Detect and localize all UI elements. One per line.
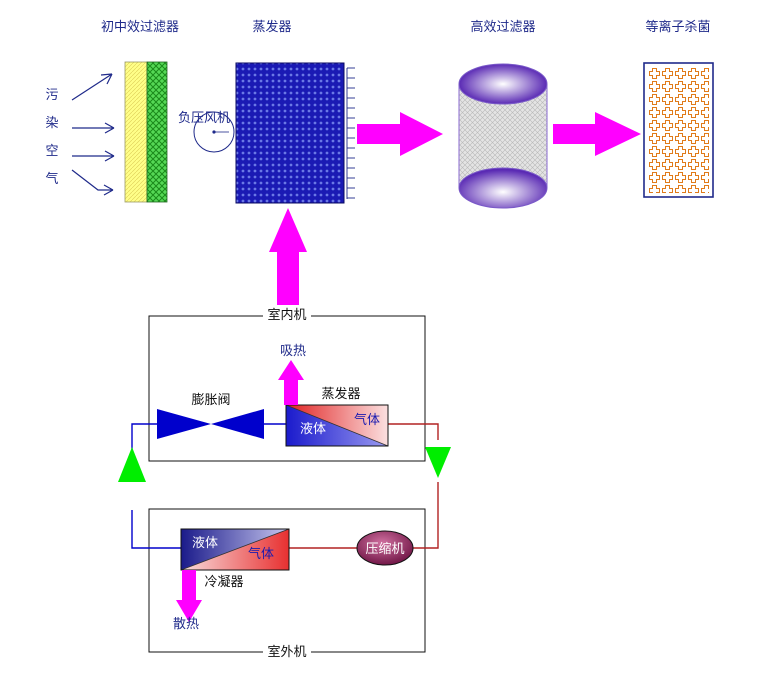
expansion-valve-left-icon [157,409,211,439]
indoor-label-bg [263,305,311,321]
primary-filter-layer [124,61,148,203]
compressor-label: 压缩机 [365,541,404,557]
indoor-unit-label: 室内机 [267,307,306,323]
fan-icon [193,111,235,153]
plasma-sterilizer-label: 等离子杀菌 [645,19,710,35]
release-heat-arrow-icon [176,570,202,622]
air-char-1: 污 [45,88,58,103]
expansion-valve-right-icon [211,409,264,439]
air-char-2: 染 [45,116,58,131]
prefilter-label: 初中效过滤器 [101,20,179,35]
compressor [356,530,414,566]
medium-filter-layer [146,61,168,203]
air-char-3: 空 [45,144,58,159]
evaporator-gas-label: 气体 [354,412,380,428]
gas-pipe-down [412,482,439,549]
outdoor-label-bg [263,642,311,658]
evaporator-label: 蒸发器 [321,386,360,402]
flow-arrow-to-plasma-icon [553,112,641,156]
evaporator-coil [235,62,345,204]
absorb-heat-label: 吸热 [280,344,306,359]
fan-label: 负压风机 [178,111,230,126]
flow-arrow-to-hepa-icon [357,112,443,156]
evaporator-fins [346,67,355,199]
expansion-valve-label: 膨胀阀 [191,393,230,408]
inlet-arrow-icon [72,150,115,162]
gas-pipe-evap-out [388,423,439,440]
condenser-gas-label: 气体 [248,546,274,562]
inlet-arrow-icon [72,122,115,134]
plasma-grid [648,67,709,193]
evaporator-box [285,404,389,447]
condenser-label: 冷凝器 [204,574,243,590]
inlet-arrow-icon [71,73,113,101]
refrigerant-flow-down-icon [425,447,451,478]
evaporator-liquid-label: 液体 [300,422,326,437]
evaporator-top-label: 蒸发器 [252,19,291,35]
condenser-liquid-label: 液体 [192,536,218,551]
liquid-pipe-condenser [131,510,181,549]
refrigerant-flow-up-icon [118,447,146,482]
air-inlet-arrows [71,73,115,196]
air-char-4: 气 [45,171,58,187]
hepa-filter-bottom [458,167,548,209]
absorb-heat-arrow-icon [278,360,304,405]
polluted-air-text: 污 染 空 气 [45,88,58,187]
condenser-box [180,528,290,571]
outdoor-unit-label: 室外机 [267,644,306,660]
refrigerant-pipes [131,423,439,549]
hepa-filter-label: 高效过滤器 [470,19,535,35]
flow-arrow-up-icon [269,208,307,307]
inlet-arrow-icon [71,169,114,196]
release-heat-label: 散热 [173,617,199,632]
hepa-filter-top [458,63,548,105]
